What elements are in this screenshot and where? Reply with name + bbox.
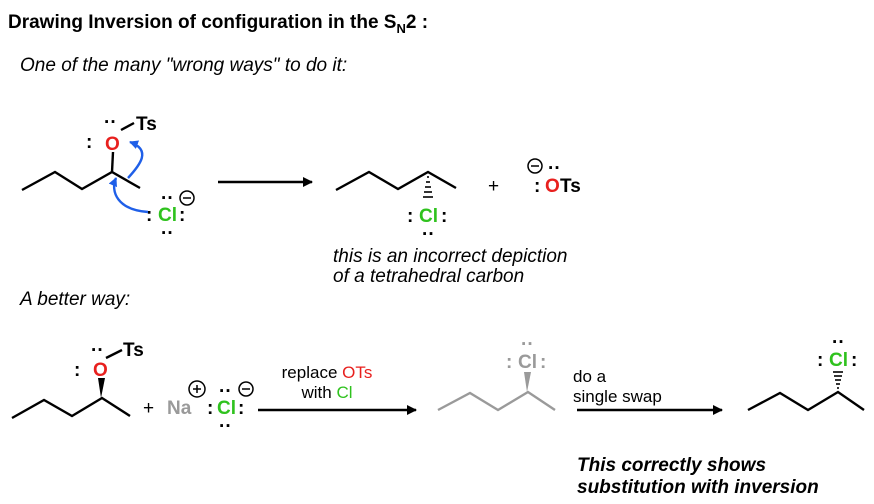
minus-charge <box>527 158 543 174</box>
intermediate-gray: Cl : : ·· <box>437 334 556 412</box>
wedge-bond <box>524 372 531 392</box>
plus-sign: + <box>143 398 154 419</box>
lone-pair-dots: ·· <box>219 381 232 402</box>
page-title: Drawing Inversion of configuration in th… <box>8 12 429 36</box>
lone-pair-dots: : <box>179 205 185 226</box>
oxygen-atom: O <box>545 176 560 197</box>
step1-ots: OTs <box>342 363 373 382</box>
lone-pair-dots: ·· <box>91 340 104 361</box>
ts-group: Ts <box>123 340 144 361</box>
lone-pair-dots: ·· <box>422 224 435 245</box>
c-o-bond <box>110 151 115 173</box>
lone-pair-dots: : <box>540 352 546 373</box>
chlorine-atom: Cl <box>217 398 236 419</box>
oxygen-atom: O <box>93 360 108 381</box>
lone-pair-dots: ·· <box>219 416 232 437</box>
wrong-way-heading: One of the many "wrong ways" to do it: <box>20 55 348 76</box>
chloride-top: Cl : ·· ·· : <box>146 188 195 244</box>
oxygen-atom: O <box>105 134 120 155</box>
lone-pair-dots: : <box>207 398 213 419</box>
lone-pair-dots: : <box>146 205 152 226</box>
chlorine-atom: Cl <box>158 205 177 226</box>
chlorine-atom: Cl <box>829 350 848 371</box>
product-correct: Cl : : ·· <box>747 332 865 412</box>
skeleton-bonds <box>437 390 556 412</box>
wedge-bond <box>98 378 105 398</box>
hashed-wedge <box>833 371 843 389</box>
tosylate-anion: O Ts : ·· <box>527 158 581 197</box>
step2-label: do a single swap <box>573 367 662 406</box>
chlorine-atom: Cl <box>419 206 438 227</box>
lone-pair-dots: : <box>851 350 857 371</box>
ts-group: Ts <box>136 114 157 135</box>
minus-charge <box>179 190 195 206</box>
better-way-heading: A better way: <box>20 289 131 310</box>
plus-charge <box>188 380 206 398</box>
o-ts-bond <box>120 121 135 132</box>
substrate-top: O Ts ·· : <box>21 112 157 192</box>
conclusion-text: This correctly shows substitution with i… <box>577 455 819 498</box>
lone-pair-dots: ·· <box>548 158 561 179</box>
lone-pair-dots: : <box>74 360 80 381</box>
lone-pair-dots: : <box>817 350 823 371</box>
skeleton-bonds <box>11 396 131 420</box>
curved-arrow-bond-break <box>127 140 144 179</box>
minus-charge <box>238 381 254 397</box>
plus-sign: + <box>488 176 499 197</box>
sodium-atom: Na <box>167 398 192 419</box>
sodium-chloride: Na : Cl ·· ·· : <box>167 380 254 437</box>
skeleton-bonds <box>21 170 141 192</box>
chlorine-atom: Cl <box>518 352 537 373</box>
lone-pair-dots: ·· <box>832 332 845 353</box>
step1-cl: Cl <box>336 383 353 402</box>
lone-pair-dots: ·· <box>161 223 174 244</box>
lone-pair-dots: : <box>407 206 413 227</box>
skeleton-bonds <box>335 170 457 192</box>
lone-pair-dots: ·· <box>521 334 534 355</box>
lone-pair-dots: : <box>238 398 244 419</box>
note-line-1: this is an incorrect depiction <box>333 246 568 267</box>
substrate-bottom: O Ts ·· : <box>11 340 144 420</box>
note-line-2: of a tetrahedral carbon <box>333 266 525 287</box>
hashed-wedge <box>423 176 433 198</box>
curved-arrow-attack <box>108 177 149 214</box>
skeleton-bonds <box>747 390 865 412</box>
lone-pair-dots: : <box>506 352 512 373</box>
product-incorrect: Cl : : ·· <box>335 170 457 245</box>
lone-pair-dots: ·· <box>104 112 117 133</box>
ts-group: Ts <box>560 176 581 197</box>
lone-pair-dots: ·· <box>161 188 174 209</box>
o-ts-bond <box>105 348 123 360</box>
lone-pair-dots: : <box>86 132 92 153</box>
lone-pair-dots: : <box>441 206 447 227</box>
incorrect-depiction-note: this is an incorrect depiction of a tetr… <box>333 247 567 287</box>
step1-label: replace OTs with Cl <box>281 363 373 402</box>
lone-pair-dots: : <box>534 176 540 197</box>
